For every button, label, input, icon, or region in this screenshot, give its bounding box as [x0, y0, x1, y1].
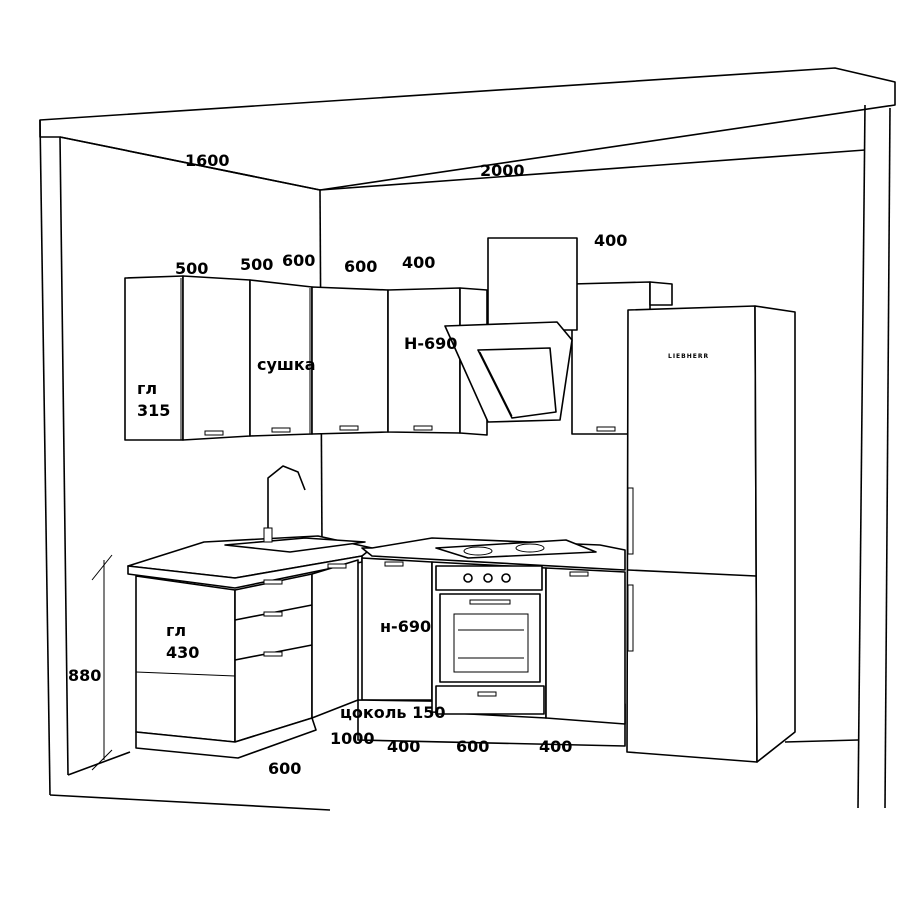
dimension-upper-500-a: 500	[175, 259, 208, 278]
cabinet-handle	[569, 571, 589, 577]
height-dimension-tick-bottom	[91, 749, 113, 771]
label-lower-depth-word: гл	[166, 621, 186, 640]
dimension-upper-right-400: 400	[594, 231, 627, 250]
oven-drawer-handle	[477, 691, 497, 697]
upper-cabinet-600-corner	[311, 286, 389, 435]
left-wall-outer	[39, 119, 51, 796]
fridge-door-split	[627, 569, 757, 577]
upper-handle	[271, 427, 291, 433]
drawer-handle	[263, 651, 283, 657]
range-hood	[444, 237, 578, 423]
right-wall-line-2	[884, 107, 891, 809]
dimension-bottom-1000: 1000	[330, 729, 375, 748]
oven-drawer	[435, 685, 545, 715]
drawer-handle	[263, 579, 283, 585]
oven-handle	[469, 599, 511, 605]
hood-glass	[477, 347, 557, 419]
upper-handle	[413, 425, 433, 431]
height-dimension-tick-top	[91, 554, 113, 581]
upper-handle	[204, 430, 224, 436]
upper-cabinets	[124, 275, 673, 441]
label-upper-depth-word: гл	[137, 379, 157, 398]
drawer-handle	[263, 611, 283, 617]
right-wall-line-1	[857, 104, 866, 809]
oven-knob	[483, 573, 493, 583]
left-wall-inner	[59, 136, 69, 776]
dimension-total-height: 880	[68, 666, 101, 685]
ceiling-outline	[39, 67, 896, 191]
faucet-base	[263, 527, 273, 543]
dimension-bottom-600-left: 600	[268, 759, 301, 778]
fridge-brand: LIEBHERR	[668, 353, 709, 360]
cabinet-line	[135, 671, 236, 677]
hood-glass-line	[479, 351, 513, 417]
fridge-body	[626, 305, 758, 763]
burner	[463, 546, 493, 556]
oven-knob	[501, 573, 511, 583]
cabinet-handle	[327, 563, 347, 569]
dimension-bottom-600-oven: 600	[456, 737, 489, 756]
plinth-left	[135, 717, 317, 759]
faucet	[267, 465, 306, 541]
upper-handle	[596, 426, 616, 432]
dimension-labels: 1600 2000 500 500 600 600 400 400 880 60…	[68, 151, 627, 778]
label-upper-height: Н-690	[404, 334, 457, 353]
cabinet-400-b	[545, 567, 626, 725]
upper-cabinet-500-a	[182, 275, 251, 441]
label-lower-height: н-690	[380, 617, 431, 636]
lower-cabinets	[127, 465, 626, 759]
cabinet-corner	[311, 559, 359, 719]
burner	[515, 543, 545, 553]
cabinet-handle	[384, 561, 404, 567]
fridge-handle-upper	[627, 487, 634, 555]
dimension-upper-600-a: 600	[282, 251, 315, 270]
upper-handle	[339, 425, 359, 431]
oven-window	[453, 613, 529, 673]
fridge-side	[754, 305, 796, 763]
label-plinth: цоколь 150	[340, 703, 446, 722]
dimension-bottom-400-a: 400	[387, 737, 420, 756]
oven-knob	[463, 573, 473, 583]
floor-left	[49, 794, 331, 811]
dimension-back-wall: 2000	[480, 161, 525, 180]
hood-chimney	[487, 237, 578, 331]
upper-cabinet-right-top	[649, 281, 673, 306]
dimension-upper-500-b: 500	[240, 255, 273, 274]
label-dryer: сушка	[257, 355, 316, 374]
label-lower-depth-value: 430	[166, 643, 199, 662]
floor-right	[784, 739, 859, 743]
dimension-upper-600-b: 600	[344, 257, 377, 276]
refrigerator: LIEBHERR	[626, 305, 796, 763]
ceiling-inner-edge	[59, 136, 866, 191]
fridge-handle-lower	[627, 584, 634, 652]
oven-door	[439, 593, 541, 683]
label-upper-depth-value: 315	[137, 401, 170, 420]
dimension-left-wall: 1600	[185, 151, 230, 170]
sink-basin	[224, 537, 366, 553]
height-dimension	[91, 554, 113, 771]
upper-cabinet-400	[387, 287, 461, 434]
dimension-upper-400: 400	[402, 253, 435, 272]
dimension-bottom-400-b: 400	[539, 737, 572, 756]
